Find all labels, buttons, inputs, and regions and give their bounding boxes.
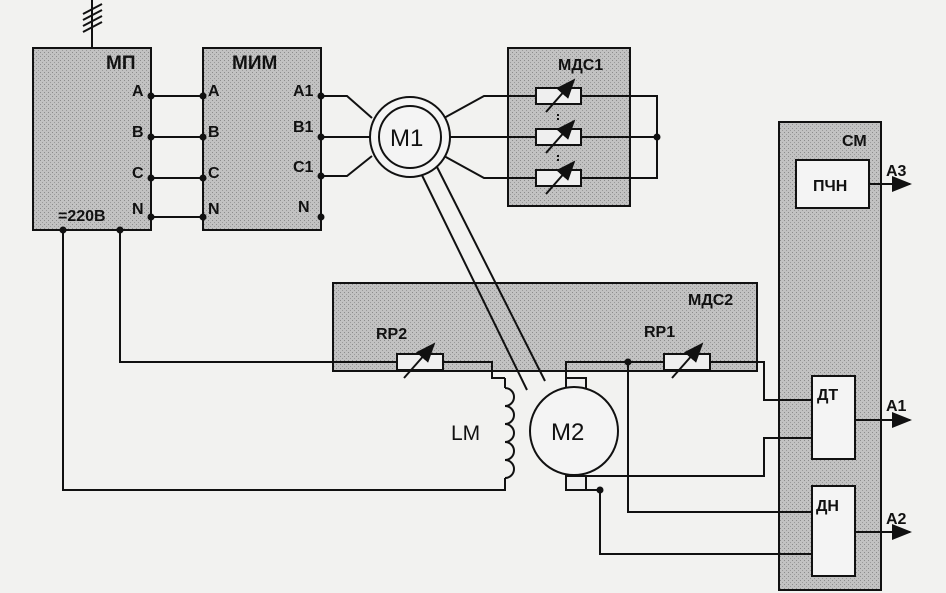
mim-out-b1: B1 bbox=[293, 119, 314, 136]
mim-out-n: N bbox=[298, 199, 310, 216]
mp-mim-wires bbox=[151, 95, 203, 218]
rp2-lm-wire bbox=[443, 361, 505, 379]
mp-input-bus bbox=[82, 0, 103, 48]
lm-coil bbox=[62, 230, 515, 491]
dt-return-wire bbox=[586, 437, 812, 477]
mim-out-a1: A1 bbox=[293, 83, 314, 100]
pchn-label: ПЧН bbox=[813, 178, 847, 195]
mim-in-c: C bbox=[208, 165, 220, 182]
m1-label: M1 bbox=[390, 125, 423, 152]
mim-in-b: B bbox=[208, 124, 220, 141]
motor-m2 bbox=[529, 386, 619, 476]
junction-dots bbox=[59, 92, 661, 494]
mds2-title: МДС2 bbox=[688, 292, 733, 309]
dt-label: ДТ bbox=[817, 387, 838, 404]
mds1-title: МДС1 bbox=[558, 57, 603, 74]
dn-sense-wire-2 bbox=[599, 490, 812, 555]
mim-m1-wires bbox=[321, 95, 373, 177]
mp-block bbox=[32, 47, 152, 231]
supply-wire-rp2 bbox=[119, 230, 397, 363]
dn-label: ДН bbox=[816, 498, 839, 515]
mp-pin-b: B bbox=[132, 124, 144, 141]
lm-label: LM bbox=[451, 422, 480, 445]
sm-title: СМ bbox=[842, 133, 867, 150]
mp-pin-c: C bbox=[132, 165, 144, 182]
rp1-dt-wire bbox=[710, 361, 812, 401]
mim-out-c1: C1 bbox=[293, 159, 314, 176]
motor-m1 bbox=[369, 96, 451, 178]
dn-sense-wire-1 bbox=[627, 362, 812, 513]
mim-in-n: N bbox=[208, 201, 220, 218]
output-a2-label: A2 bbox=[886, 511, 907, 528]
shaft-coupling bbox=[415, 162, 546, 391]
dn-box bbox=[811, 485, 856, 577]
dt-box bbox=[811, 375, 856, 460]
rp2-label: RP2 bbox=[376, 326, 407, 343]
output-a3-label: A3 bbox=[886, 163, 907, 180]
m2-label: M2 bbox=[551, 419, 584, 446]
rp1-label: RP1 bbox=[644, 324, 675, 341]
pchn-box bbox=[795, 159, 870, 209]
mds1-rheostats bbox=[535, 78, 582, 195]
mim-in-a: A bbox=[208, 83, 220, 100]
mp-supply-label: =220В bbox=[58, 208, 106, 225]
mp-pin-n: N bbox=[132, 201, 144, 218]
mp-pin-a: A bbox=[132, 83, 144, 100]
output-a1-label: A1 bbox=[886, 398, 907, 415]
mim-title: МИМ bbox=[232, 53, 277, 74]
mp-title: МП bbox=[106, 53, 135, 74]
